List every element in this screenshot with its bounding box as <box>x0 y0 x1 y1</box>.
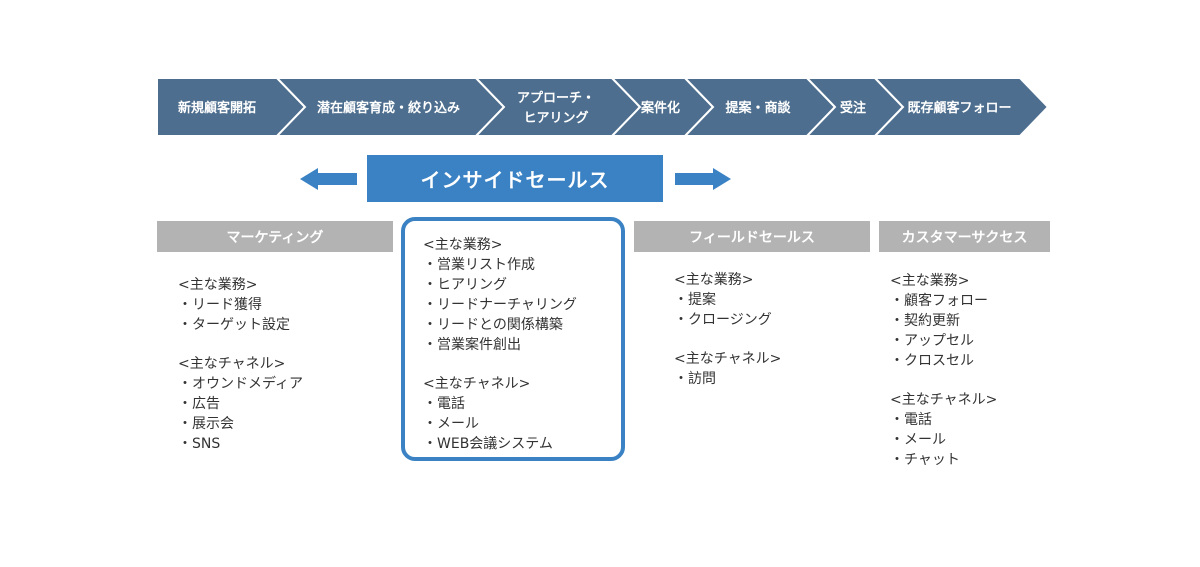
work-title: <主な業務> <box>890 273 970 289</box>
list-item: ・展示会 <box>178 416 234 432</box>
process-step-label: アプローチ・ <box>517 91 595 106</box>
list-item: ・WEB会議システム <box>423 436 553 452</box>
list-item: ・メール <box>423 416 479 432</box>
list-item: ・提案 <box>674 292 716 308</box>
inside-sales-box <box>401 217 625 461</box>
list-item: ・リードナーチャリング <box>423 297 577 313</box>
marketing-column: <主な業務> ・リード獲得 ・ターゲット設定 <主なチャネル> ・オウンドメディ… <box>178 275 303 454</box>
channel-title: <主なチャネル> <box>423 376 531 392</box>
list-item: ・電話 <box>423 396 465 412</box>
list-item: ・契約更新 <box>890 313 960 329</box>
customer-success-column: <主な業務> ・顧客フォロー ・契約更新 ・アップセル ・クロスセル <主なチャ… <box>890 271 997 470</box>
list-item: ・ヒアリング <box>423 277 507 293</box>
work-title: <主な業務> <box>178 277 258 293</box>
process-step-label: 潜在顧客育成・絞り込み <box>317 100 460 116</box>
process-chevron-bar: 新規顧客開拓 潜在顧客育成・絞り込み アプローチ・ヒアリング 案件化 提案・商談 受注 既存… <box>156 77 1050 137</box>
list-item: ・オウンドメディア <box>178 376 304 392</box>
list-item: ・クロージング <box>674 312 772 328</box>
inside-sales-label: インサイドセールス <box>420 168 610 192</box>
list-item: ・ターゲット設定 <box>178 317 290 333</box>
marketing-header-label: マーケティング <box>226 229 324 246</box>
list-item: ・アップセル <box>890 333 974 349</box>
process-step-chevron <box>872 77 1050 137</box>
list-item: ・リードとの関係構築 <box>423 317 563 333</box>
process-step-label: 受注 <box>840 100 866 116</box>
channel-title: <主なチャネル> <box>674 351 782 367</box>
process-step-label: 新規顧客開拓 <box>178 100 256 116</box>
customer-success-header: カスタマーサクセス <box>879 221 1050 252</box>
customer-success-header-label: カスタマーサクセス <box>901 229 1028 246</box>
channel-title: <主なチャネル> <box>178 356 286 372</box>
work-title: <主な業務> <box>423 237 503 253</box>
list-item: ・SNS <box>178 436 221 452</box>
list-item: ・メール <box>890 432 946 448</box>
process-step-label: 提案・商談 <box>725 100 791 116</box>
field-sales-column: <主な業務> ・提案 ・クロージング <主なチャネル> ・訪問 <box>674 270 781 389</box>
list-item: ・顧客フォロー <box>890 293 988 309</box>
list-item: ・営業リスト作成 <box>423 257 535 273</box>
inside-sales-banner: インサイドセールス <box>367 155 663 202</box>
channel-title: <主なチャネル> <box>890 392 998 408</box>
list-item: ・チャット <box>890 452 960 468</box>
list-item: ・電話 <box>890 412 932 428</box>
list-item: ・クロスセル <box>890 353 974 369</box>
field-sales-header-label: フィールドセールス <box>689 229 815 246</box>
process-step-label: ヒアリング <box>523 110 588 126</box>
work-title: <主な業務> <box>674 272 754 288</box>
marketing-header: マーケティング <box>157 221 393 252</box>
field-sales-header: フィールドセールス <box>634 221 870 252</box>
inside-sales-column: <主な業務> ・営業リスト作成 ・ヒアリング ・リードナーチャリング ・リードと… <box>423 235 577 454</box>
process-step-label: 案件化 <box>640 100 680 116</box>
list-item: ・訪問 <box>674 371 716 387</box>
list-item: ・リード獲得 <box>178 297 262 313</box>
list-item: ・営業案件創出 <box>423 337 521 353</box>
list-item: ・広告 <box>178 396 220 412</box>
process-step-label: 既存顧客フォロー <box>907 100 1011 116</box>
